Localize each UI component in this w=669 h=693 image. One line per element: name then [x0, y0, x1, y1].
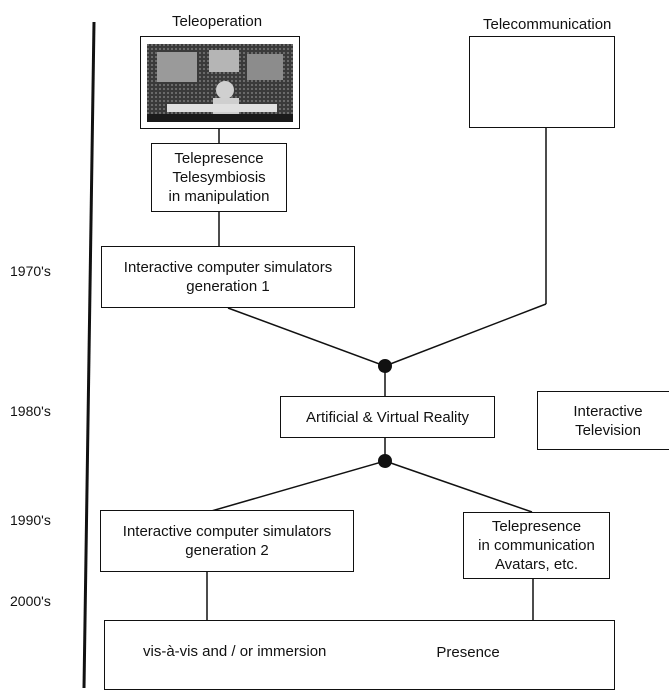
presence-right-text: Presence [436, 643, 500, 661]
connector-gen1-to-node [227, 307, 386, 367]
decade-1990s: 1990's [10, 512, 51, 528]
box-line: generation 1 [186, 278, 270, 295]
split-node-lower [378, 454, 392, 468]
teleoperation-photo [147, 44, 293, 122]
telecommunication-box [469, 36, 615, 128]
box-line: Artificial & Virtual Reality [305, 408, 470, 426]
box-presence: vis-à-vis and / or immersion Presence [104, 620, 615, 690]
box-line: Telepresence [174, 150, 264, 167]
box-line: Telepresence [491, 518, 582, 535]
merge-node-upper [378, 359, 392, 373]
box-line: Interactive [573, 402, 643, 420]
box-interactive-television: Interactive Television [537, 391, 669, 450]
heading-telecommunication: Telecommunication [483, 16, 612, 33]
connector-node-to-telepresence-comm [384, 460, 533, 513]
box-telepresence-communication: Telepresence in communication Avatars, e… [463, 512, 610, 579]
box-line: Avatars, etc. [494, 556, 579, 573]
timeline-axis [82, 21, 96, 689]
box-line: in communication [478, 537, 595, 554]
box-line: Interactive computer simulators [123, 259, 333, 276]
heading-teleoperation: Teleoperation [172, 13, 263, 30]
decade-1980s: 1980's [10, 403, 51, 419]
box-artificial-virtual-reality: Artificial & Virtual Reality [280, 396, 495, 438]
box-simulators-gen2: Interactive computer simulators generati… [100, 510, 354, 572]
presence-left-text: vis-à-vis and / or immersion [143, 642, 327, 660]
box-line: Television [575, 421, 641, 439]
connector-node-to-gen2 [207, 460, 386, 513]
box-line: in manipulation [168, 188, 270, 205]
box-line: Telesymbiosis [172, 169, 266, 186]
box-telepresence-manipulation: Telepresence Telesymbiosis in manipulati… [151, 143, 287, 212]
box-simulators-gen1: Interactive computer simulators generati… [101, 246, 355, 308]
box-line: generation 2 [185, 542, 269, 559]
box-line: Interactive computer simulators [122, 523, 332, 540]
decade-1970s: 1970's [10, 263, 51, 279]
connector-telecom-to-node [384, 303, 547, 367]
decade-2000s: 2000's [10, 593, 51, 609]
